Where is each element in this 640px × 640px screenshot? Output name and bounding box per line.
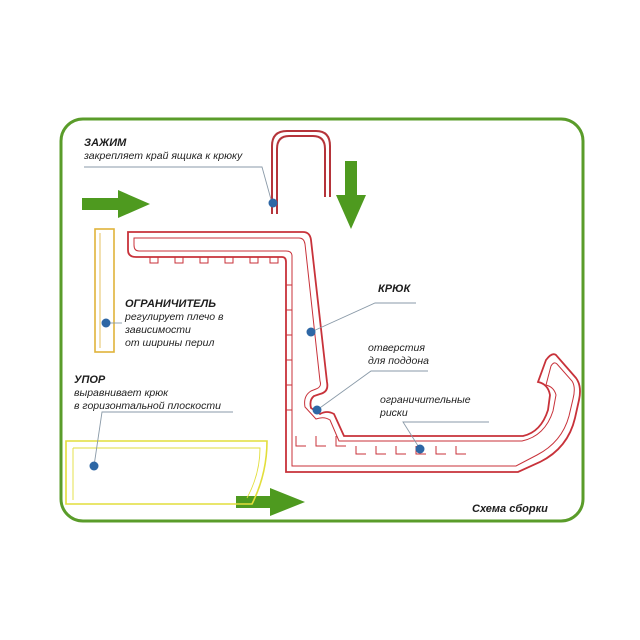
arrow-right-bottom [236, 488, 305, 516]
marks-desc-1: ограничительные [380, 394, 471, 406]
dot-marks [415, 444, 425, 454]
holes-desc-1: отверстия [368, 342, 425, 354]
limit-marks [295, 436, 466, 455]
dot-clamp [268, 198, 278, 208]
stop-part [65, 440, 268, 505]
dot-stop [89, 461, 99, 471]
diagram-caption: Схема сборки [472, 503, 548, 515]
hook-ribs [149, 257, 292, 411]
marks-label: ограничительные риски [380, 394, 471, 420]
stop-inner-line [72, 447, 261, 500]
stop-desc-1: выравнивает крюк [74, 387, 169, 399]
limiter-part [94, 228, 115, 353]
diagram-frame [59, 117, 585, 523]
dot-hook [306, 327, 316, 337]
hook-title: КРЮК [378, 283, 411, 295]
hook-inner-outline [133, 237, 575, 467]
clamp-title: ЗАЖИМ [84, 137, 127, 149]
clamp-desc: закрепляет край ящика к крюку [84, 150, 243, 162]
leader-hook [310, 302, 416, 333]
holes-label: отверстия для поддона [368, 342, 429, 368]
stop-desc-2: в горизонтальной плоскости [74, 400, 221, 412]
dot-holes [312, 405, 322, 415]
leader-marks [402, 421, 489, 450]
limiter-desc-1: регулирует плечо в [125, 311, 224, 323]
stop-title: УПОР [74, 374, 106, 386]
holes-desc-2: для поддона [368, 355, 429, 367]
limiter-desc-3: от ширины перил [125, 337, 215, 349]
limiter-label: ОГРАНИЧИТЕЛЬ регулирует плечо в зависимо… [125, 298, 224, 350]
hook-label: КРЮК [378, 283, 410, 296]
hook-part [127, 231, 581, 473]
leader-holes [316, 370, 428, 411]
callout-dots [89, 198, 425, 471]
clamp-label: ЗАЖИМ закрепляет край ящика к крюку [84, 137, 242, 163]
dot-limiter [101, 318, 111, 328]
limiter-desc-2: зависимости [125, 324, 191, 336]
arrow-down [336, 161, 366, 229]
leader-stop [93, 411, 233, 467]
stop-label: УПОР выравнивает крюк в горизонтальной п… [74, 374, 221, 413]
arrow-right-top [82, 190, 150, 218]
leader-clamp [84, 166, 273, 204]
clamp-part [271, 130, 331, 214]
limiter-title: ОГРАНИЧИТЕЛЬ [125, 298, 216, 310]
marks-desc-2: риски [380, 407, 408, 419]
